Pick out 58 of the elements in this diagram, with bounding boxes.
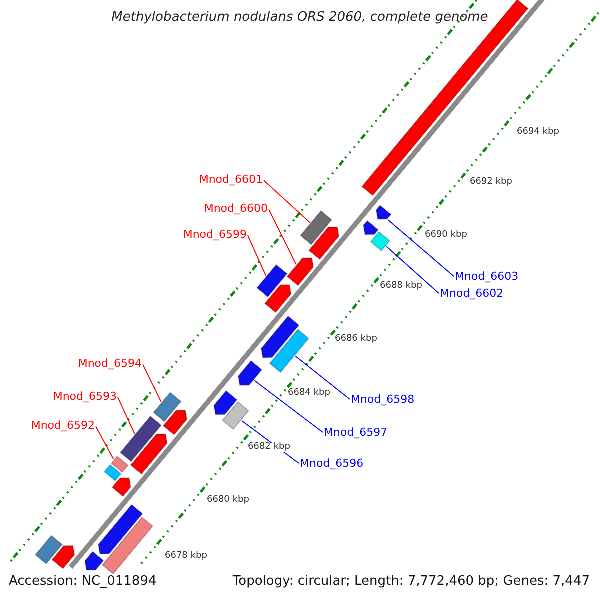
leader-line bbox=[295, 356, 350, 400]
gene-block bbox=[130, 434, 168, 475]
gene-label: Mnod_6602 bbox=[440, 288, 504, 299]
gene-block bbox=[52, 545, 76, 570]
scale-label: 6686 kbp bbox=[335, 335, 378, 344]
leader-line bbox=[386, 246, 440, 294]
scale-label: 6688 kbp bbox=[380, 282, 422, 291]
gene-label: Mnod_6594 bbox=[78, 358, 142, 369]
gene-label: Mnod_6593 bbox=[53, 391, 117, 402]
accession-text: Accession: NC_011894 bbox=[9, 575, 157, 588]
leader-line bbox=[248, 235, 267, 276]
scale-label: 6678 kbp bbox=[165, 552, 208, 561]
gene-block bbox=[112, 478, 132, 498]
gene-block bbox=[238, 360, 263, 386]
gene-bar bbox=[300, 210, 333, 246]
gene-block bbox=[286, 258, 314, 286]
leader-line bbox=[268, 209, 297, 266]
scale-label: 6682 kbp bbox=[248, 443, 290, 452]
gene-label: Mnod_6599 bbox=[183, 229, 247, 240]
diagram-title: Methylobacterium nodulans ORS 2060, complete genome bbox=[112, 11, 488, 24]
gene-block bbox=[376, 204, 392, 220]
gene-block bbox=[260, 316, 300, 358]
leader-line bbox=[142, 364, 162, 403]
gene-bar bbox=[110, 456, 129, 474]
gene-bar bbox=[256, 264, 288, 298]
gene-block bbox=[162, 410, 188, 436]
scale-label: 6690 kbp bbox=[425, 231, 468, 240]
gene-bar bbox=[269, 329, 310, 374]
gene-bar bbox=[370, 231, 391, 252]
gene-label: Mnod_6600 bbox=[204, 203, 268, 214]
gene-bar bbox=[120, 416, 162, 462]
scale-label: 6680 kbp bbox=[207, 496, 250, 505]
scale-label: 6694 kbp bbox=[517, 128, 560, 137]
gene-bar bbox=[153, 392, 182, 422]
gene-bar bbox=[102, 516, 154, 575]
gene-block bbox=[308, 226, 340, 260]
scale-label: 6684 kbp bbox=[288, 389, 330, 398]
gene-block bbox=[363, 220, 379, 236]
gene-label: Mnod_6592 bbox=[31, 420, 95, 431]
gene-label: Mnod_6598 bbox=[351, 394, 415, 405]
leader-line bbox=[96, 426, 114, 460]
gene-bar bbox=[222, 401, 250, 430]
gene-label: Mnod_6603 bbox=[455, 271, 519, 282]
genome-summary-text: Topology: circular; Length: 7,772,460 bp; Genes: 7,447 bbox=[232, 575, 590, 588]
gene-block bbox=[98, 504, 144, 555]
gene-label: Mnod_6597 bbox=[324, 427, 388, 438]
leader-line bbox=[118, 397, 136, 434]
leader-line bbox=[264, 180, 311, 224]
gene-label: Mnod_6601 bbox=[199, 174, 263, 185]
leader-line bbox=[254, 380, 324, 433]
gene-label: Mnod_6596 bbox=[300, 458, 364, 469]
scale-label: 6692 kbp bbox=[470, 178, 512, 187]
gene-bar bbox=[34, 535, 64, 565]
gene-block bbox=[214, 390, 238, 416]
gene-block bbox=[84, 551, 104, 571]
gene-bar bbox=[104, 464, 122, 482]
leader-line bbox=[387, 219, 454, 277]
gene-block bbox=[264, 284, 292, 314]
